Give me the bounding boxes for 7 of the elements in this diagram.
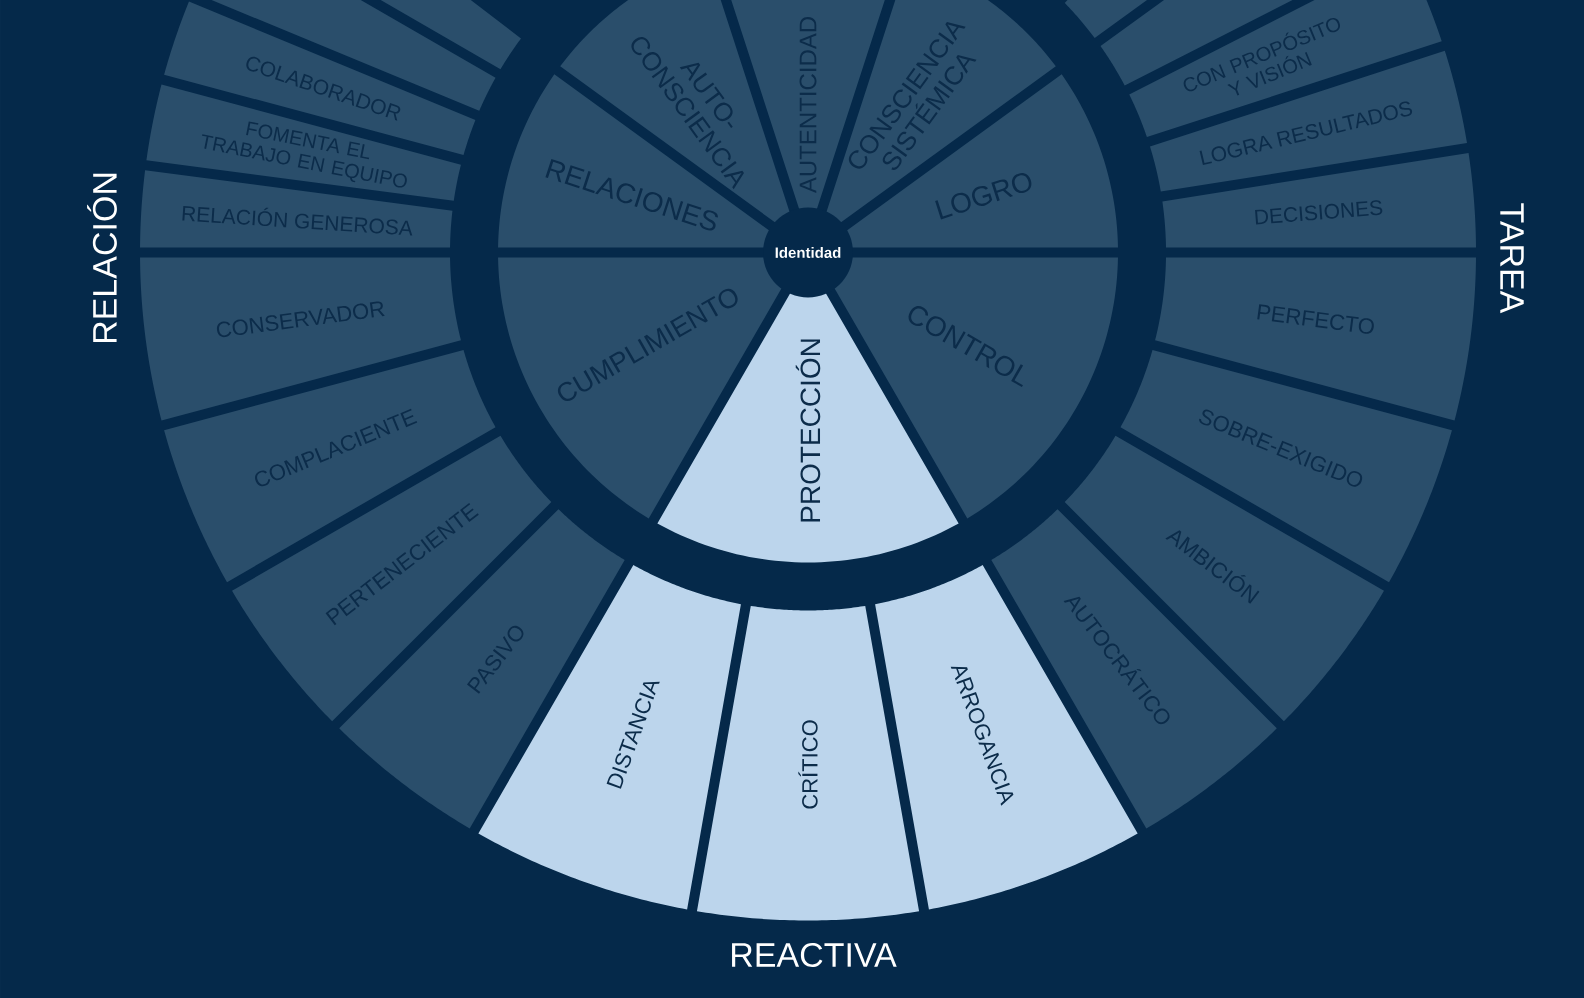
category-label: REACTIVA (732, 942, 897, 967)
node-label: CRÍTICO (798, 720, 818, 809)
category-label: RELACIÓN (87, 173, 117, 343)
wheel-segment: CRÍTICO (696, 605, 920, 921)
category-label: TAREA (1500, 203, 1524, 314)
wheel-segment (1064, 0, 1148, 39)
wheel-segment: PROTECCIÓN (657, 280, 959, 563)
